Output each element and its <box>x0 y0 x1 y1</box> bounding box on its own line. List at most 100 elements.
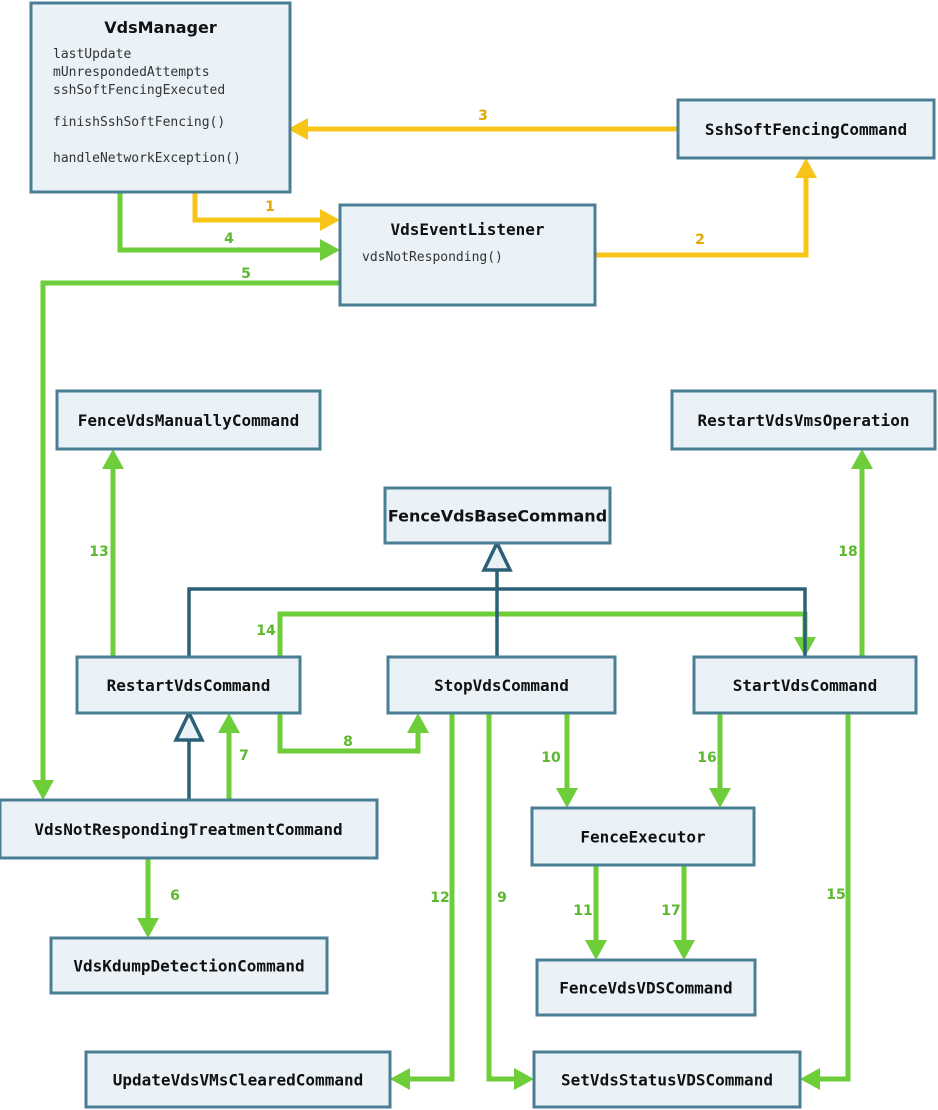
flow-1-label: 1 <box>265 199 275 215</box>
flow-8-arrowhead <box>407 713 429 733</box>
inheritance-triangle-fencevdsbasecommand <box>481 538 513 572</box>
class-name: StopVdsCommand <box>434 676 569 695</box>
class-name: UpdateVdsVMsClearedCommand <box>113 1071 363 1090</box>
class-box-rect <box>386 655 617 715</box>
flow-10-label: 10 <box>541 750 561 766</box>
flow-2-line <box>595 176 809 258</box>
flow-1-line <box>192 192 322 223</box>
flow-5-label: 5 <box>241 266 251 282</box>
class-box-fencevdsmanuallycommand[interactable]: FenceVdsManuallyCommand <box>55 389 322 451</box>
flow-4-arrowhead <box>320 239 340 261</box>
class-box-setvdsstatusvdscommand[interactable]: SetVdsStatusVDSCommand <box>532 1050 802 1109</box>
class-box-rect <box>0 798 379 860</box>
class-method: handleNetworkException() <box>53 151 241 166</box>
class-method: vdsNotResponding() <box>362 250 503 265</box>
flow-2-label: 2 <box>695 232 705 248</box>
inheritance-triangle-restartvdscommand <box>173 708 205 742</box>
class-box-rect <box>29 1 292 194</box>
class-box-startvdscommand[interactable]: StartVdsCommand <box>692 655 918 715</box>
class-box-rect <box>55 389 322 451</box>
class-box-rect <box>535 958 757 1017</box>
class-name: StartVdsCommand <box>733 676 878 695</box>
flow-2-arrowhead <box>795 158 817 178</box>
class-box-vdseventlistener[interactable]: VdsEventListener vdsNotResponding() <box>338 203 597 307</box>
flow-12-line <box>408 713 455 1082</box>
class-box-rect <box>670 389 937 451</box>
flow-9-line <box>486 713 516 1082</box>
flow-16-label: 16 <box>697 750 716 766</box>
class-box-rect <box>84 1050 392 1109</box>
flow-7-arrowhead <box>218 713 240 733</box>
class-name: VdsManager <box>104 18 217 37</box>
flow-14-label: 14 <box>256 623 276 639</box>
class-box-sshsoftfencingcommand[interactable]: SshSoftFencingCommand <box>676 98 936 160</box>
flow-7-label: 7 <box>239 748 249 764</box>
flow-5-arrowhead <box>32 780 54 800</box>
flow-15-line <box>818 713 851 1082</box>
class-box-restartvdsvmsoperation[interactable]: RestartVdsVmsOperation <box>670 389 937 451</box>
flow-12-arrowhead <box>390 1068 410 1090</box>
flow-13-label: 13 <box>89 544 108 560</box>
class-name: VdsEventListener <box>390 220 544 239</box>
flow-8-label: 8 <box>343 734 353 750</box>
flow-12-label: 12 <box>430 890 449 906</box>
flow-14-line <box>277 611 808 657</box>
flow-9-label: 9 <box>497 890 507 906</box>
class-box-updatevdsvmsclearedcommand[interactable]: UpdateVdsVMsClearedCommand <box>84 1050 392 1109</box>
flow-3-arrowhead <box>288 118 308 140</box>
class-name: FenceVdsVDSCommand <box>559 979 732 998</box>
class-field: lastUpdate <box>53 47 131 62</box>
class-box-restartvdscommand[interactable]: RestartVdsCommand <box>75 655 302 715</box>
flow-6-label: 6 <box>170 888 180 904</box>
flow-15-label: 15 <box>826 887 845 903</box>
flow-18-arrowhead <box>851 449 873 469</box>
class-name: SetVdsStatusVDSCommand <box>561 1071 773 1090</box>
flow-9-arrowhead <box>514 1068 534 1090</box>
class-box-rect <box>338 203 597 307</box>
flow-17-label: 17 <box>661 903 680 919</box>
flow-13-arrowhead <box>102 449 124 469</box>
class-field: mUnrespondedAttempts <box>53 65 210 80</box>
flow-1-arrowhead <box>320 209 340 231</box>
flow-10-arrowhead <box>556 788 578 808</box>
class-name: FenceVdsManuallyCommand <box>78 411 300 430</box>
inherit-base-restart <box>187 570 499 657</box>
flow-15-arrowhead <box>800 1068 820 1090</box>
class-name: FenceExecutor <box>580 828 705 847</box>
edges-layer <box>32 118 873 1090</box>
class-box-fenceexecutor[interactable]: FenceExecutor <box>530 806 756 867</box>
class-box-vdsmanager[interactable]: VdsManager lastUpdate mUnrespondedAttempts… <box>29 1 292 194</box>
class-box-rect <box>530 806 756 867</box>
class-box-stopvdscommand[interactable]: StopVdsCommand <box>386 655 617 715</box>
flow-8-line <box>277 713 421 754</box>
class-name: RestartVdsCommand <box>107 676 271 695</box>
class-name: VdsKdumpDetectionCommand <box>73 957 304 976</box>
class-box-rect <box>49 936 329 995</box>
class-box-rect <box>676 98 936 160</box>
class-box-fencevdsbasecommand[interactable]: FenceVdsBaseCommand <box>383 486 612 545</box>
class-box-vdsnotrespondingtreatmentcommand[interactable]: VdsNotRespondingTreatmentCommand <box>0 798 379 860</box>
flow-16-arrowhead <box>709 788 731 808</box>
class-name: FenceVdsBaseCommand <box>388 507 607 526</box>
class-box-rect <box>75 655 302 715</box>
class-field: sshSoftFencingExecuted <box>53 83 225 98</box>
inherit-base-start <box>497 587 807 657</box>
flow-4-line <box>117 192 322 253</box>
class-box-rect <box>692 655 918 715</box>
flow-3-label: 3 <box>478 108 488 124</box>
class-box-fencevdsvdscommand[interactable]: FenceVdsVDSCommand <box>535 958 757 1017</box>
flow-11-arrowhead <box>585 940 607 960</box>
flow-11-label: 11 <box>573 903 592 919</box>
flow-4-label: 4 <box>224 231 234 247</box>
class-name: SshSoftFencingCommand <box>705 120 907 139</box>
flow-18-label: 18 <box>838 544 857 560</box>
class-box-vdskdumpdetectioncommand[interactable]: VdsKdumpDetectionCommand <box>49 936 329 995</box>
flow-17-arrowhead <box>673 940 695 960</box>
class-name: VdsNotRespondingTreatmentCommand <box>34 820 342 839</box>
class-name: RestartVdsVmsOperation <box>698 411 910 430</box>
class-method: finishSshSoftFencing() <box>53 115 225 130</box>
